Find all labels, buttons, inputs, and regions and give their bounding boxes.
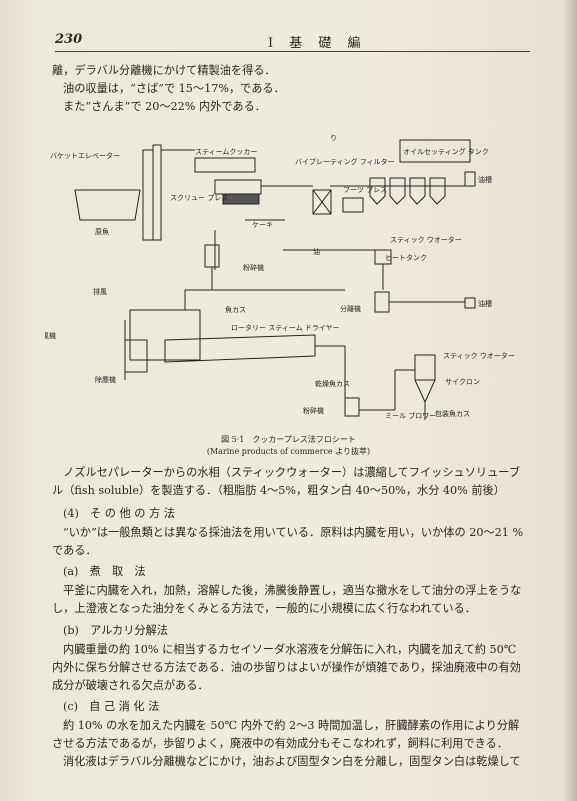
figure-caption: 図 5·1 クッカープレス法フロシート xyxy=(221,435,356,444)
label-heat-tank: ヒートタンク xyxy=(385,253,427,262)
text-line: 消化液はデラバル分離機などにかけ，油および固型タン白を分離し，固型タン白は乾燥し… xyxy=(63,755,521,768)
label-separator: 分離機 xyxy=(340,304,361,313)
section-a-heading: (a) 煮 取 法 xyxy=(63,565,146,578)
label-mill-blower: ミール ブロワー xyxy=(385,411,436,420)
page-shadow xyxy=(563,0,577,801)
figure-source: (Marine products of commerce より抜萃) xyxy=(206,447,371,456)
label-vibrating-filter: バイブレーティング フィルター xyxy=(295,157,395,166)
header-rule xyxy=(55,51,530,52)
section-b-heading: (b) アルカリ分解法 xyxy=(63,624,168,637)
label-stick-water-2: スティック ウオーター xyxy=(443,351,515,360)
text-line: 平釜に内臓を入れ，加熱，溶解した後，沸騰後静置し，適当な撒水をして油分の浮上をう… xyxy=(63,584,522,597)
page-number: 230 xyxy=(55,32,83,47)
text-line: である． xyxy=(52,544,97,557)
label-exhaust-fan: 排風機 xyxy=(45,331,56,340)
label-fish-cake: 魚カス xyxy=(225,305,246,314)
label-packed-fish-cake: 包装魚カス xyxy=(435,409,470,418)
running-title: I 基 礎 編 xyxy=(268,36,367,51)
text-line: ル（fish soluble）を製造する．（粗脂肪 4～5%，粗タン白 40～5… xyxy=(52,484,505,497)
label-foots-press: フーツ プレス xyxy=(343,186,387,194)
flow-sheet-svg: バケットエレベーター スティームクッカー スクリュー プレス 原魚 ケーキ バイ… xyxy=(35,134,515,420)
label-rotary-dryer: ロータリー スティーム ドライヤー xyxy=(231,323,340,332)
label-cyclone: サイクロン xyxy=(445,378,480,386)
label-stick-water: スティック ウオーター xyxy=(390,235,462,244)
label-crusher: 粉砕機 xyxy=(243,263,264,272)
text-line: 内臓重量の約 10% に相当するカセイソーダ水溶液を分解缶に入れ，内臓を加えて約… xyxy=(63,643,517,656)
text-line: 離，デラバル分離機にかけて精製油を得る． xyxy=(52,64,276,77)
text-line: “いか”は一般魚類とは異なる採油法を用いている．原料は内臓を用い，いか体の 20… xyxy=(63,526,524,539)
text-line: し，上澄液となった油分をくみとる方法で，一般的に小規模に広く行なわれている． xyxy=(52,602,476,615)
label-cake: ケーキ xyxy=(252,221,273,229)
text-line: 内外に保ち分解させる方法である．油の歩留りはよいが操作が煩雑であり，採油廃液中の… xyxy=(52,661,521,674)
text-line: させる方法であるが，歩留りよく，廃液中の有効成分もそこなわれず，飼料に利用できる… xyxy=(52,737,509,750)
text-line: 約 10% の水を加えた内臓を 50℃ 内外で約 2～3 時間加温し，肝臓酵素の… xyxy=(63,719,520,732)
flow-diagram: バケットエレベーター スティームクッカー スクリュー プレス 原魚 ケーキ バイ… xyxy=(35,130,525,430)
label-oil: 油 xyxy=(313,247,320,256)
section-4-heading: (4) そ の 他 の 方 法 xyxy=(63,507,175,520)
text-line: ノズルセパレーターからの水相（スティックウォーター）は濃縮してフイッシュソリュー… xyxy=(63,466,521,479)
label-ri: り xyxy=(330,134,337,142)
text-line: また“さんま”で 20～22% 内外である． xyxy=(63,100,266,113)
label-oil-tank: 油槽 xyxy=(478,175,492,184)
label-bucket-elevator: バケットエレベーター xyxy=(50,151,120,160)
label-oil-setting-tank: オイルセッティング タンク xyxy=(403,147,489,156)
label-dust-collector: 除塵機 xyxy=(95,375,116,384)
label-steam-cooker: スティームクッカー xyxy=(195,148,257,156)
label-exhaust: 排風 xyxy=(93,287,107,296)
label-raw-fish: 原魚 xyxy=(95,227,109,236)
label-dry-fish-cake: 乾燥魚カス xyxy=(315,379,350,388)
section-c-heading: (c) 自 己 消 化 法 xyxy=(63,700,160,713)
text-line: 油の収量は，“さば”で 15～17%，である． xyxy=(63,82,285,95)
label-oil-tank-2: 油槽 xyxy=(478,299,492,308)
label-screw-press: スクリュー プレス xyxy=(170,194,228,202)
label-crusher-2: 粉砕機 xyxy=(303,406,324,415)
text-line: 成分が破壊される欠点がある． xyxy=(52,679,209,692)
